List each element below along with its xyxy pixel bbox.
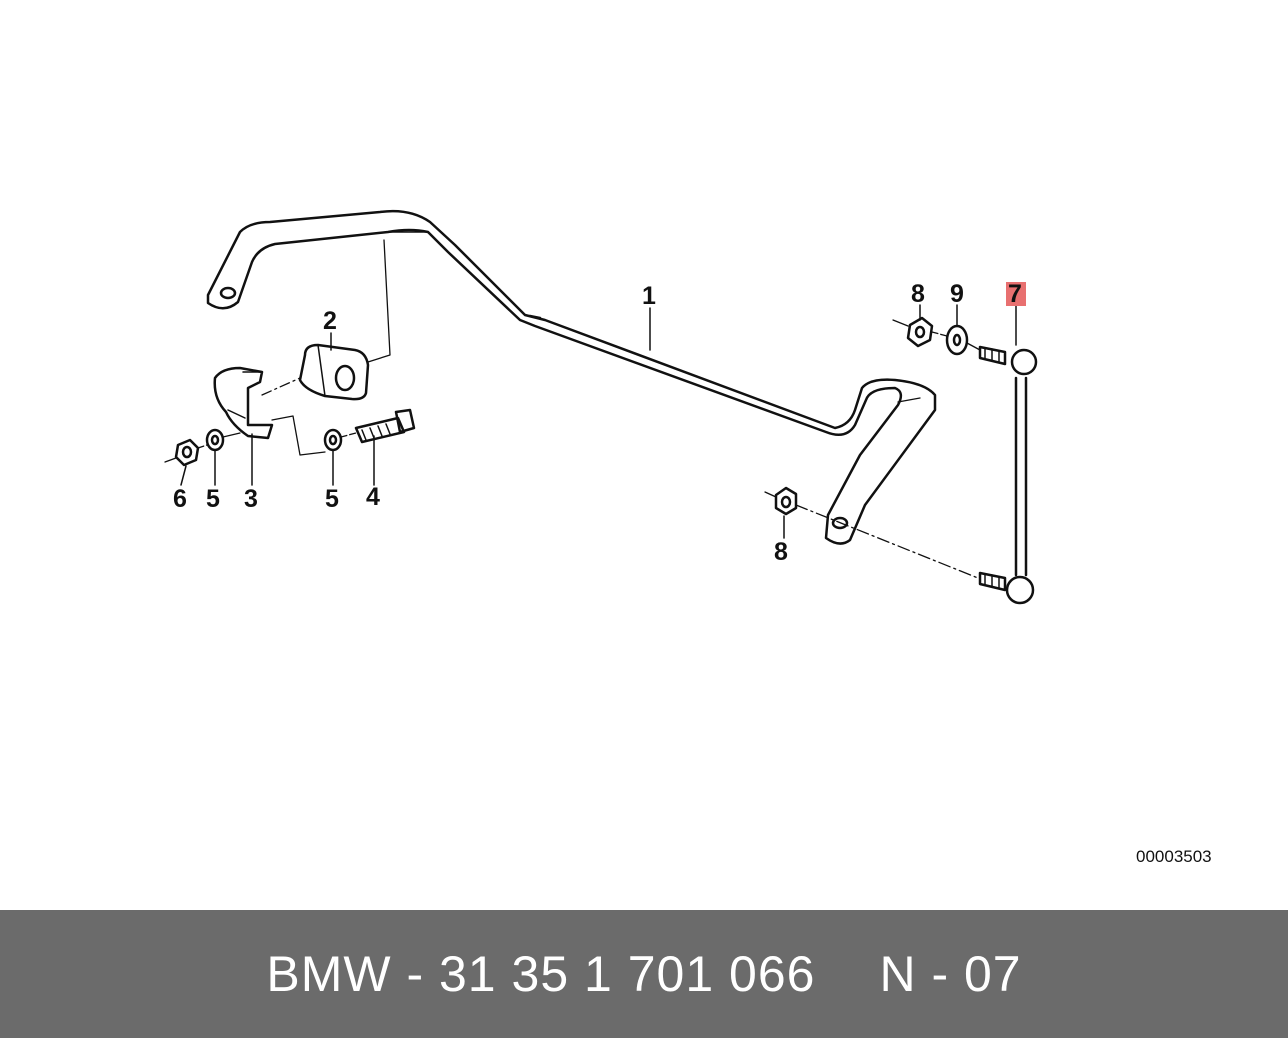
parts-diagram: 1 2 3 4 5 5 6 7 8 8 9 00003503 — [164, 209, 1212, 866]
callout-9: 9 — [950, 280, 964, 308]
callout-3: 3 — [244, 485, 258, 513]
callout-5-right: 5 — [325, 485, 339, 513]
callout-4: 4 — [366, 483, 380, 511]
callout-8-top: 8 — [911, 280, 925, 308]
callout-6: 6 — [173, 485, 187, 513]
bolt — [354, 408, 416, 444]
part-number: BMW - 31 35 1 701 066 — [266, 946, 816, 1002]
exploded-view: 1 2 3 4 5 5 6 7 8 8 9 00003503 — [164, 209, 1212, 866]
rubber-mount — [298, 343, 370, 401]
bracket — [213, 366, 274, 440]
leader-lines — [180, 304, 1017, 539]
nuts — [174, 316, 934, 516]
callout-1: 1 — [642, 282, 656, 310]
reference-code: 00003503 — [1136, 847, 1212, 866]
callout-5-left: 5 — [206, 485, 220, 513]
callout-8-bottom: 8 — [774, 538, 788, 566]
footer-bar: BMW - 31 35 1 701 066 N - 07 — [0, 910, 1288, 1038]
callout-7-highlight — [1006, 282, 1026, 306]
position-code: N - 07 — [879, 946, 1022, 1002]
stabilizer-bar — [206, 209, 937, 545]
callout-2: 2 — [323, 307, 337, 335]
assembly-lines — [164, 239, 981, 579]
connecting-link — [978, 345, 1038, 605]
callout-7: 7 — [1008, 280, 1022, 308]
washers — [205, 324, 969, 452]
